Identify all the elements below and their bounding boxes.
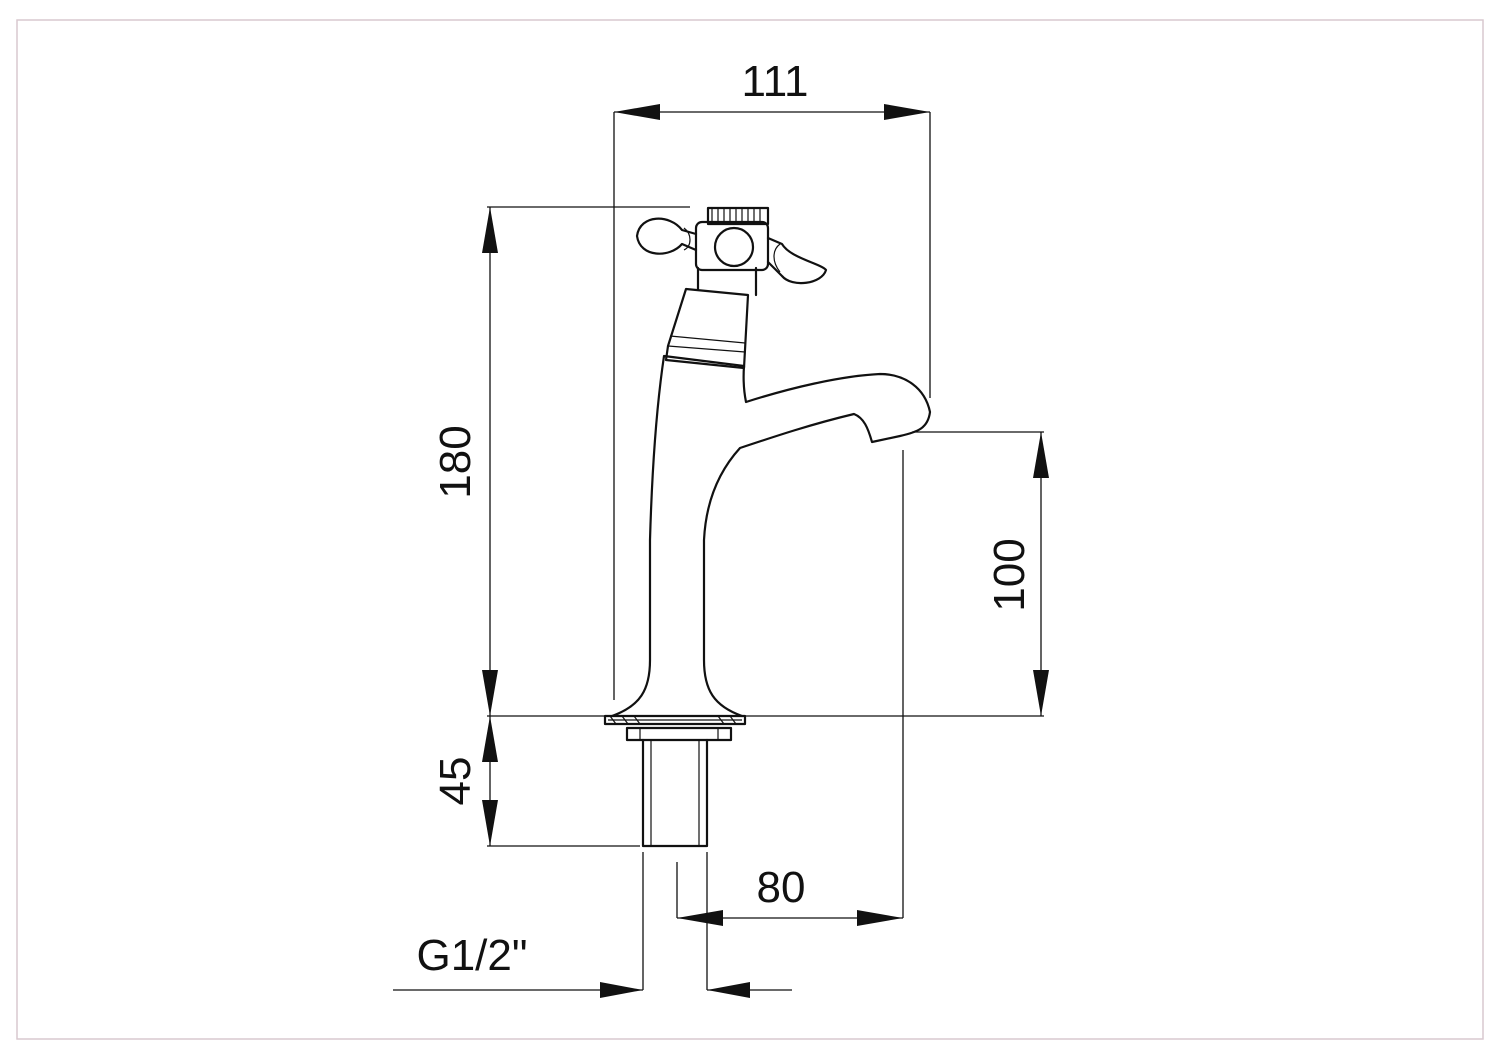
base-flange — [603, 714, 747, 726]
dimension-111: 111 — [742, 57, 809, 106]
handle-arm-left — [635, 217, 698, 255]
dimension-100: 100 — [985, 538, 1034, 611]
hub-button — [713, 226, 755, 268]
spindle — [696, 266, 758, 297]
dimension-45: 45 — [431, 757, 480, 806]
drawing-frame — [16, 19, 1484, 1040]
bonnet — [664, 287, 750, 370]
pillar-body — [610, 354, 932, 718]
handle-hub — [694, 220, 770, 272]
tap-outline — [603, 206, 932, 848]
threaded-shank — [641, 738, 709, 848]
dimension-80: 80 — [757, 863, 806, 912]
dimension-180: 180 — [431, 425, 480, 498]
thread-size-label: G1/2" — [416, 931, 527, 980]
dimension-lines — [393, 104, 1049, 998]
handle-arm-right — [766, 236, 828, 285]
lock-nut — [625, 726, 733, 742]
